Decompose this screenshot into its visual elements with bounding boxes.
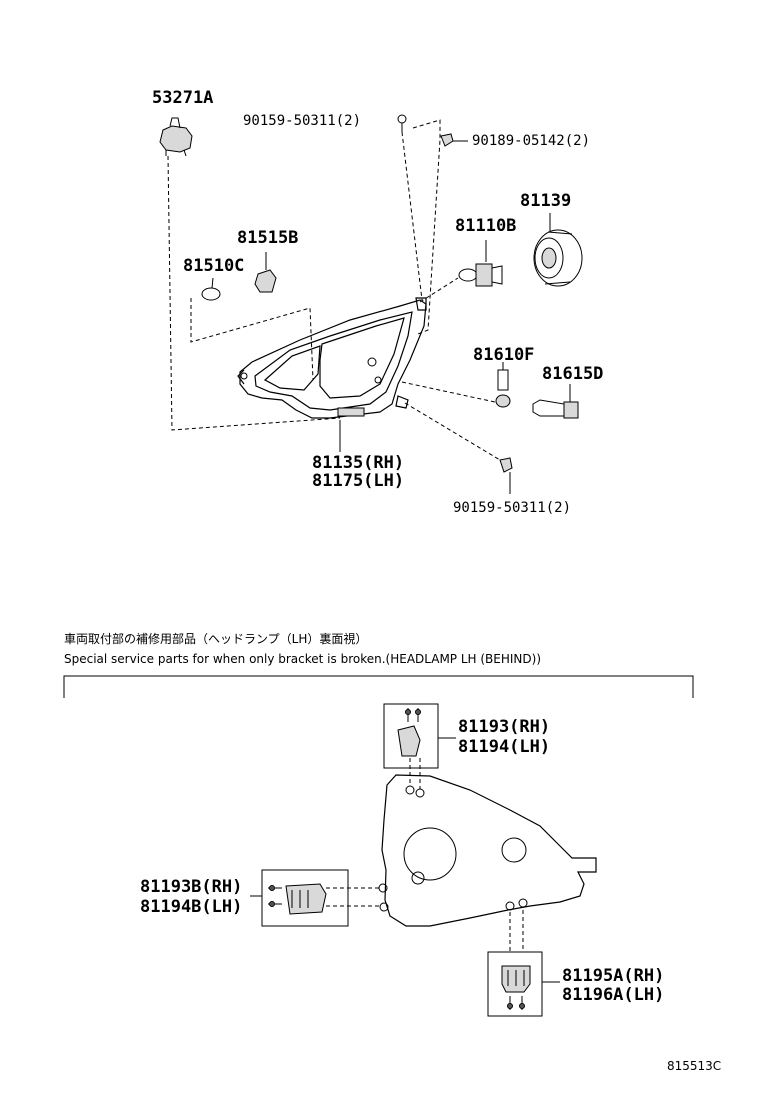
screw-90189-icon (440, 133, 468, 147)
headlamp-housing-icon (237, 297, 427, 419)
label-81194B: 81194B(LH) (140, 897, 242, 917)
note-japanese: 車両取付部の補修用部品（ヘッドランプ（LH）裏面視） (64, 631, 367, 646)
screw-bottom-icon (499, 457, 513, 494)
label-81610F: 81610F (473, 345, 534, 365)
label-81194: 81194(LH) (458, 737, 550, 757)
label-81510C: 81510C (183, 256, 244, 276)
socket-81515B-icon (254, 252, 277, 293)
leader-lines-upper (167, 119, 506, 464)
socket-81615D-icon (532, 384, 579, 419)
label-81195A: 81195A(RH) (562, 966, 664, 986)
label-81139: 81139 (520, 191, 571, 211)
bulb-81610F-icon (495, 362, 511, 408)
label-81193: 81193(RH) (458, 717, 550, 737)
diagram-ref-code: 815513C (667, 1059, 721, 1073)
note-english: Special service parts for when only brac… (64, 652, 541, 666)
label-81135: 81135(RH) (312, 453, 404, 473)
label-81193B: 81193B(RH) (140, 877, 242, 897)
label-53271A: 53271A (152, 88, 213, 108)
headlamp-back-plate-icon (378, 774, 597, 927)
cap-81139-icon (533, 213, 583, 287)
screw-top-icon (397, 114, 407, 132)
label-81615D: 81615D (542, 364, 603, 384)
label-81175: 81175(LH) (312, 471, 404, 491)
bracket-81193B-box (250, 869, 380, 927)
label-90189: 90189-05142(2) (472, 133, 590, 149)
bracket-53271A-icon (159, 117, 193, 157)
section-bracket (63, 675, 694, 698)
bulb-81110B-icon (458, 240, 503, 287)
label-81110B: 81110B (455, 216, 516, 236)
bulb-81510C-icon (201, 277, 221, 301)
bracket-81193-box (383, 703, 456, 789)
bracket-81195A-box (487, 910, 560, 1017)
label-81196A: 81196A(LH) (562, 985, 664, 1005)
label-81515B: 81515B (237, 228, 298, 248)
label-90159-top: 90159-50311(2) (243, 113, 361, 129)
label-90159-bottom: 90159-50311(2) (453, 500, 571, 516)
